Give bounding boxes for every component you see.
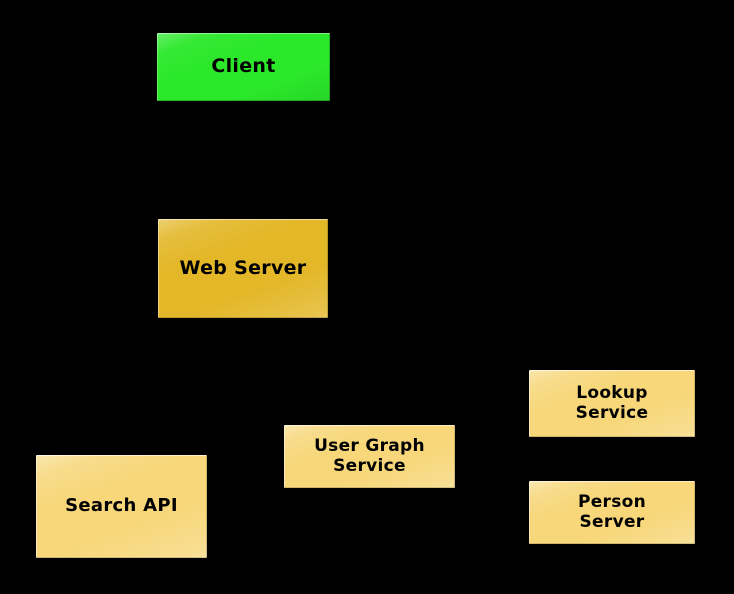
node-web-server[interactable]: Web Server	[158, 219, 328, 318]
node-lookup-service[interactable]: Lookup Service	[529, 370, 695, 437]
node-label-user-graph-service: User Graph Service	[314, 436, 425, 476]
node-label-search-api: Search API	[65, 495, 178, 517]
node-label-person-server: Person Server	[577, 492, 647, 532]
node-label-client: Client	[211, 55, 276, 78]
node-client[interactable]: Client	[157, 33, 330, 101]
node-search-api[interactable]: Search API	[36, 455, 207, 558]
node-user-graph-service[interactable]: User Graph Service	[284, 425, 455, 488]
node-label-web-server: Web Server	[179, 256, 307, 279]
node-person-server[interactable]: Person Server	[529, 481, 695, 544]
node-label-lookup-service: Lookup Service	[575, 383, 649, 423]
